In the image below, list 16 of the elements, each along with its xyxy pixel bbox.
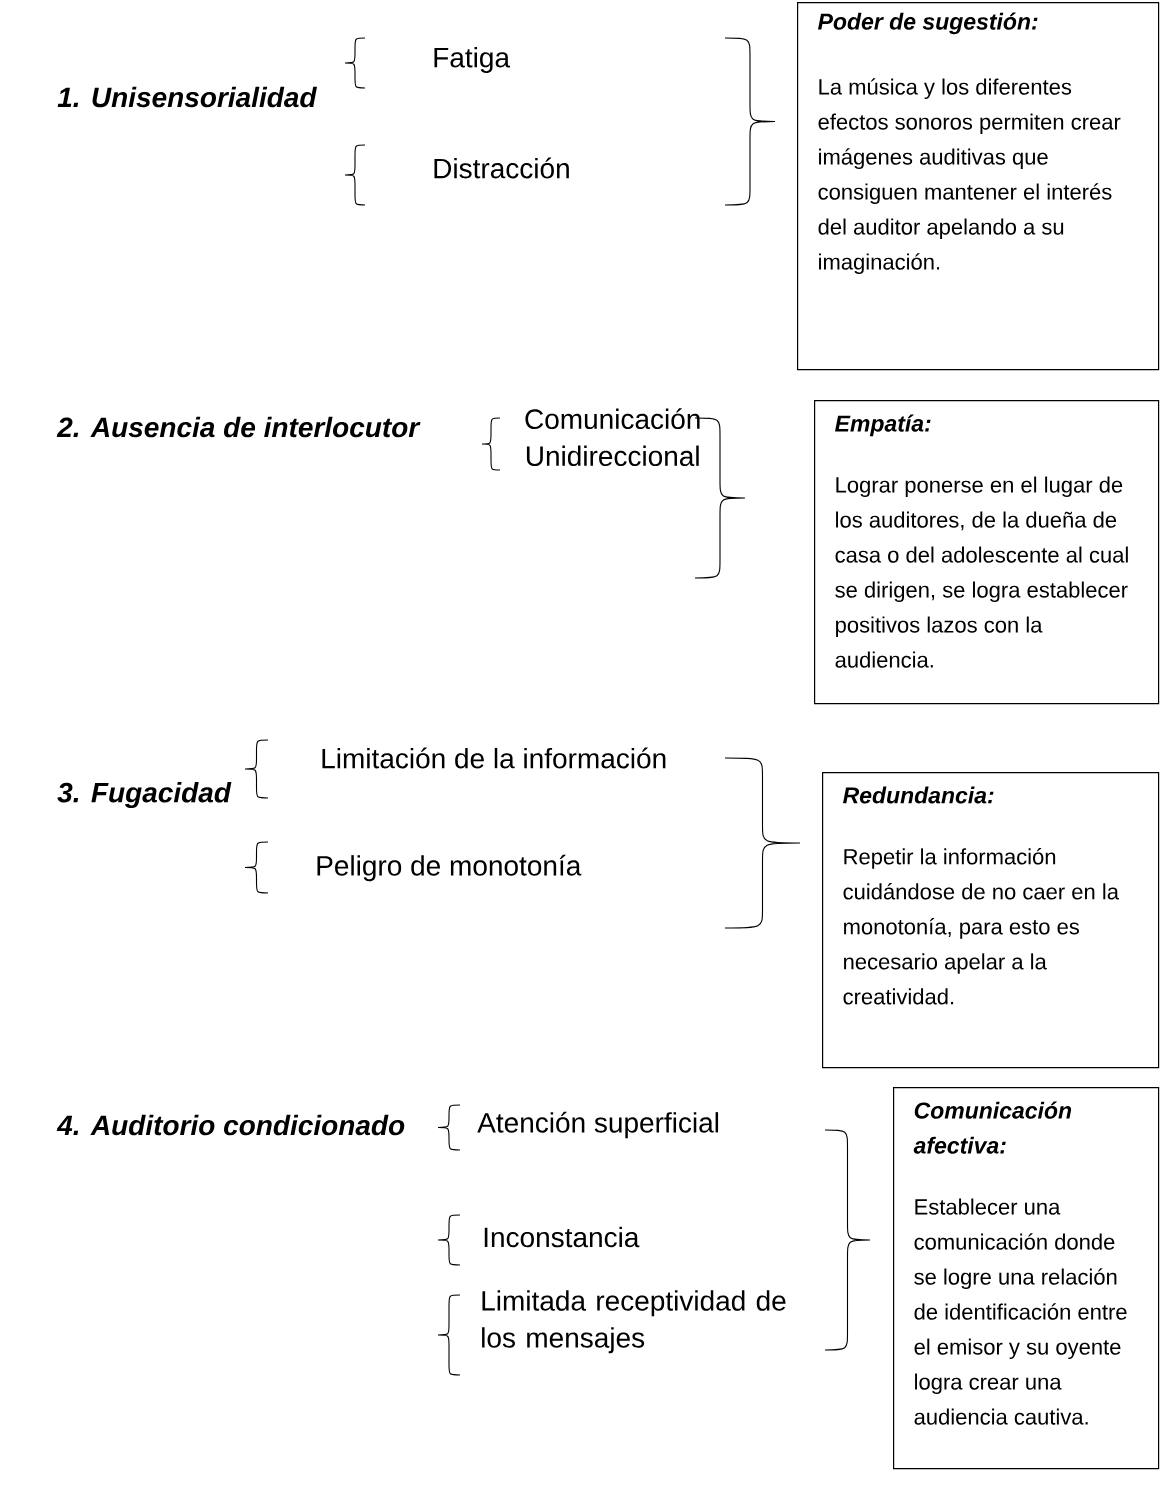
item-text: Comunicación Unidireccional [525,408,700,467]
item-text: Atención superficial [477,1111,719,1139]
text-box: Empatía: Lograr ponerse en el lugar de los auditores, de la dueña de casa o del adolescente al cual se dirigen, se logra establecer positivos lazos con la audiencia. [814,400,1160,705]
category-heading: 2. Ausencia de interlocutor [56,416,421,438]
item-text: Limitada receptividad de los mensajes [482,1290,786,1354]
text-box: Comunicación afectiva: Establecer una comunicación donde se logre una relación de identificación entre el emisor y su oyente logra crear una audiencia cautiva. [893,1087,1160,1470]
item-text: Inconstancia [484,1226,640,1248]
text-box: Poder de sugestión: La música y los diferentes efectos sonoros permiten crear imágenes auditivas que consiguen mantener el interés del auditor apelando a su imaginación. [797,2,1160,371]
item-text: Fatiga [434,46,510,74]
category-heading: 4. Auditorio condicionado [56,1114,405,1136]
item-text: Distracción [434,157,569,179]
category-heading: 1. Unisensorialidad [57,86,317,108]
category-heading: 3. Fugacidad [57,781,232,809]
text-box: Redundancia: Repetir la información cuidándose de no caer en la monotonía, para esto es necesario apelar a la creatividad. [822,772,1160,1069]
item-text: Peligro de monotonía [317,854,582,882]
item-text: Limitación de la información [322,747,666,769]
